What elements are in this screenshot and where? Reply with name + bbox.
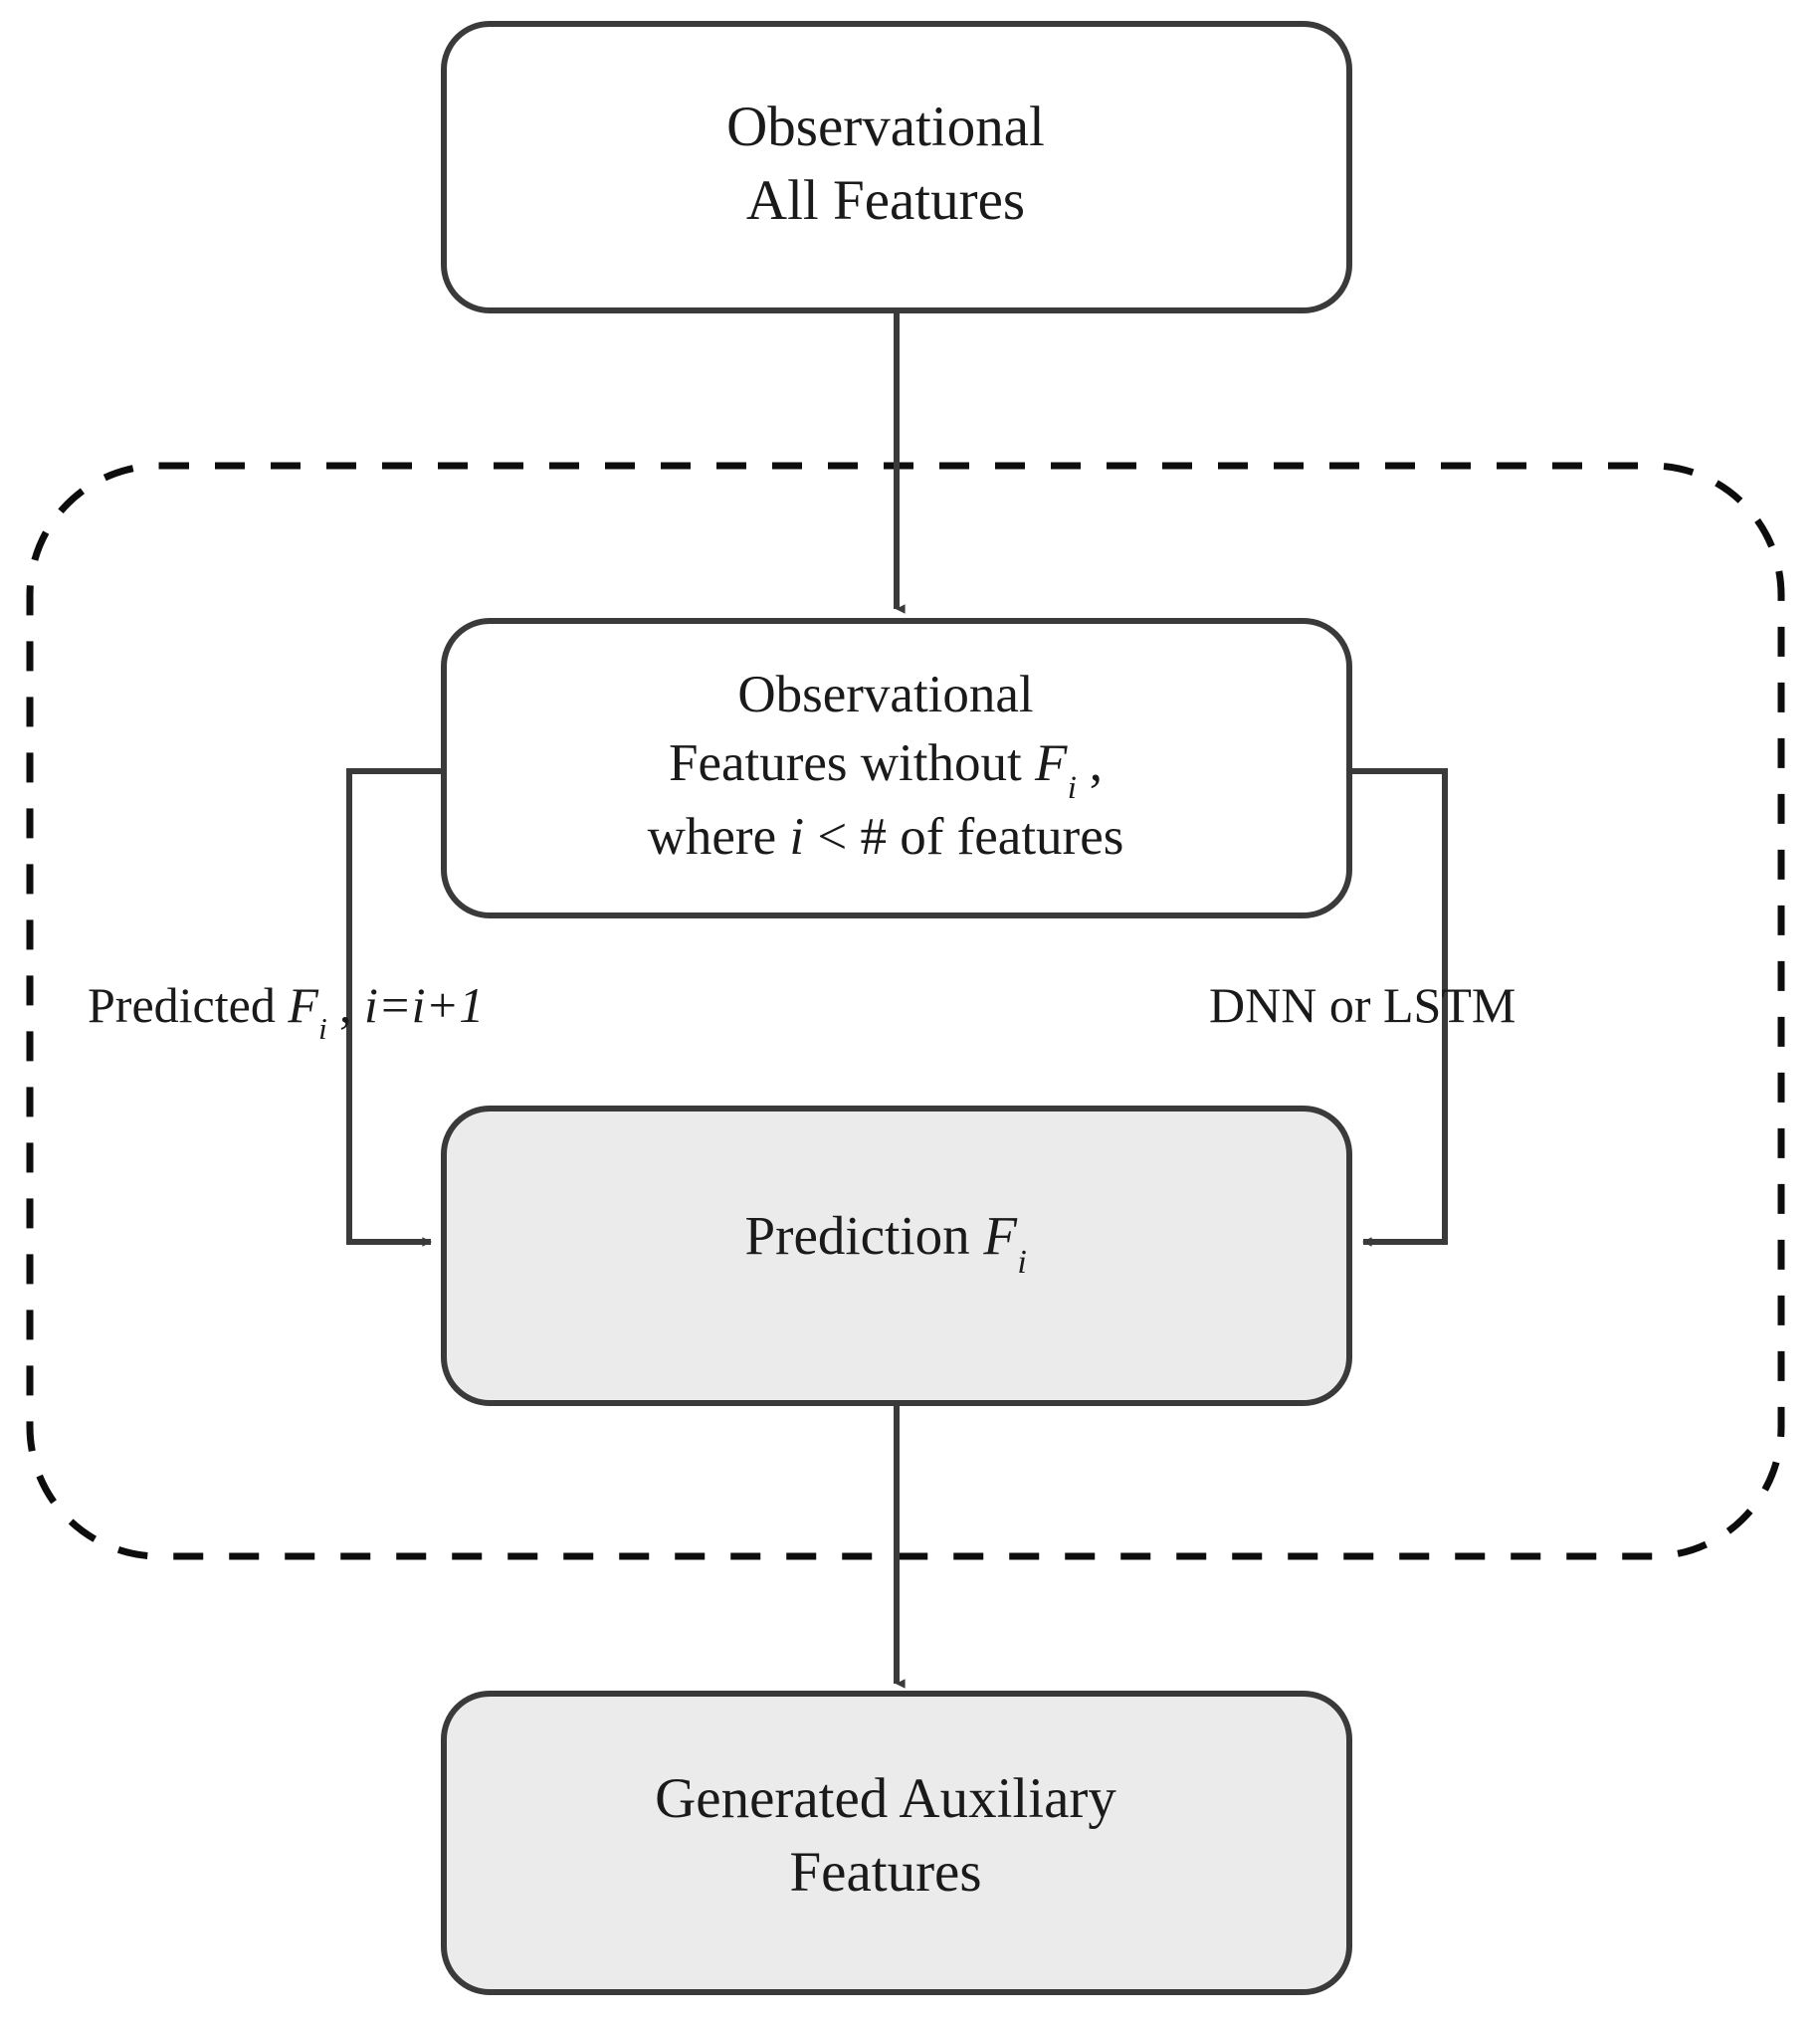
node-observational-all-features — [441, 21, 1352, 313]
node-generated-auxiliary-features — [441, 1691, 1352, 1995]
edge-right-dnn-lstm-loop — [1349, 768, 1448, 1247]
node-prediction — [441, 1106, 1352, 1406]
edge-label-predicted-feature: Predicted Fi , i=i+1 — [88, 977, 485, 1044]
edge-left-feedback-loop — [346, 768, 444, 1247]
node-observational-features-subset — [441, 618, 1352, 918]
loop-group-dashed-container — [26, 462, 1785, 1560]
edge-left-prefix: Predicted — [88, 977, 289, 1033]
edge-left-iteration: i=i+1 — [364, 977, 485, 1033]
edge-label-dnn-or-lstm: DNN or LSTM — [1209, 977, 1517, 1033]
edge-left-subscript: i — [318, 1011, 327, 1047]
edge-left-symbol: F — [288, 977, 318, 1033]
edge-left-middle: , — [326, 977, 364, 1033]
